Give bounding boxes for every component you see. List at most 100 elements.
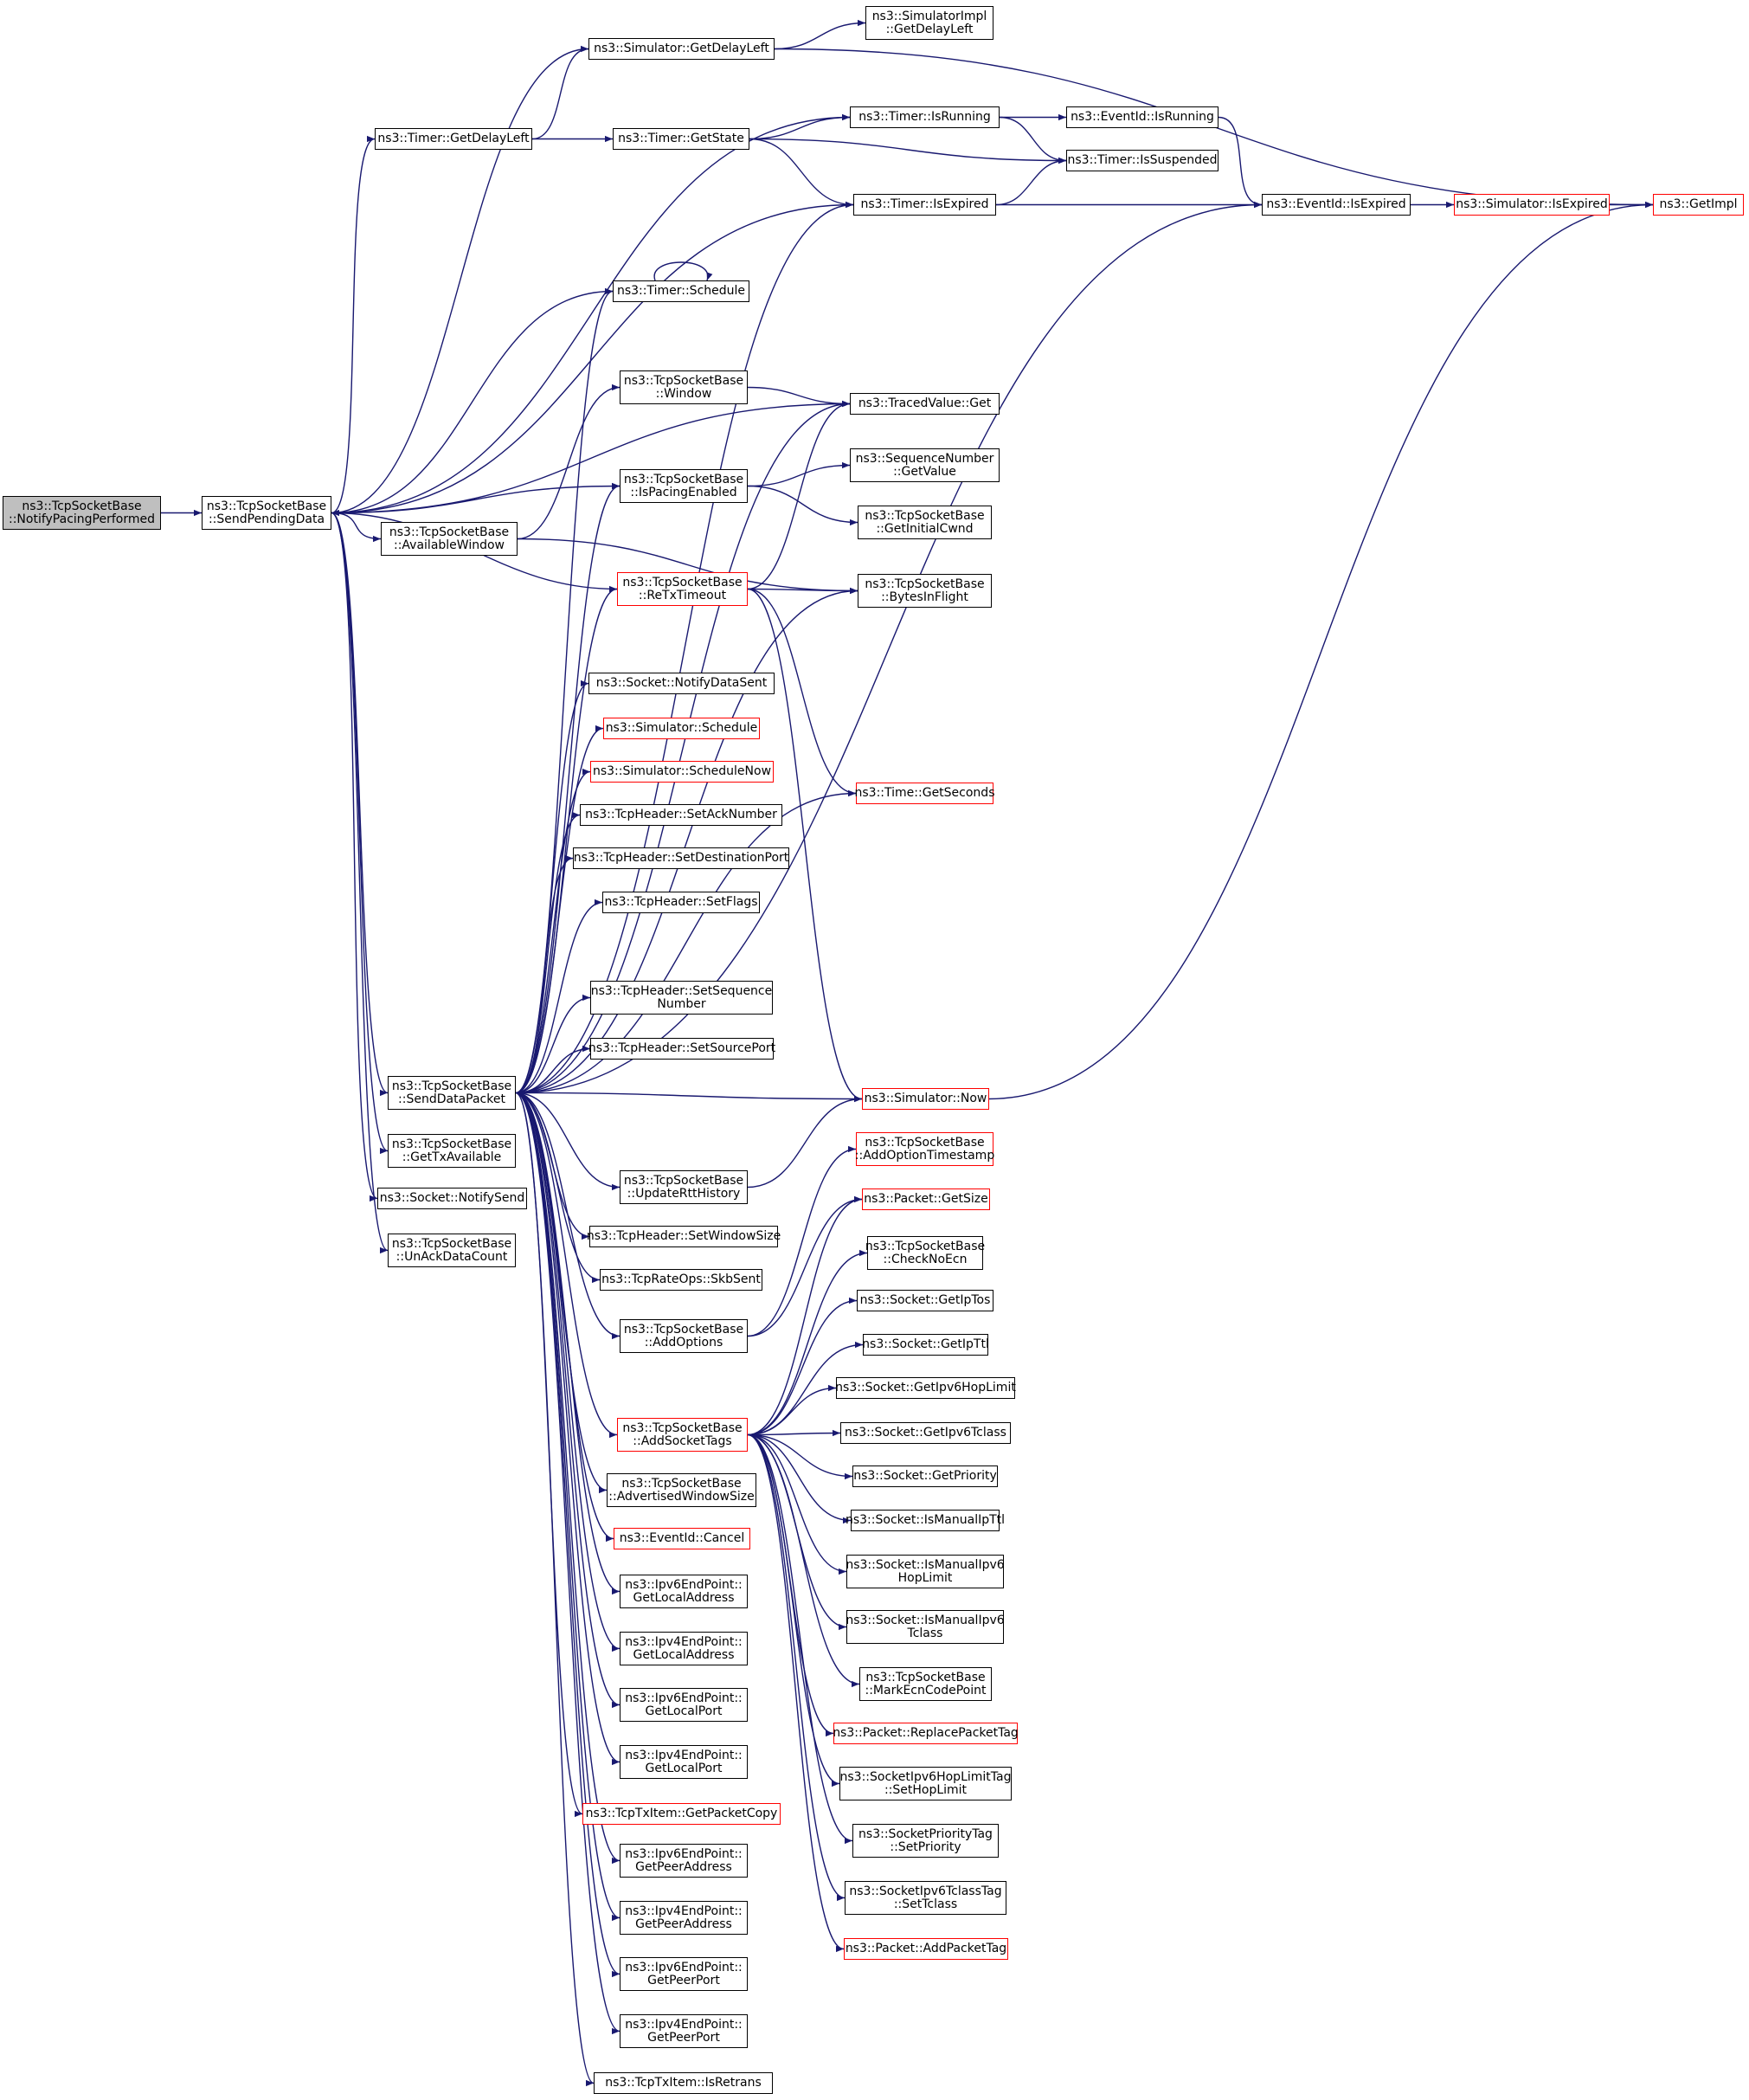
graph-node-n63[interactable]: ns3::Ipv6EndPoint::GetPeerAddress xyxy=(620,1844,748,1878)
graph-node-n2[interactable]: ns3::Simulator::GetDelayLeft xyxy=(588,38,775,60)
call-edge xyxy=(515,1092,595,2086)
graph-node-n47[interactable]: ns3::Socket::GetIpv6Tclass xyxy=(840,1422,1011,1444)
node-label: ns3::Timer::GetDelayLeft xyxy=(377,132,530,145)
call-edge xyxy=(747,1195,863,1436)
call-edge xyxy=(515,1092,621,1765)
graph-node-n43[interactable]: ns3::TcpSocketBase::AddOptions xyxy=(620,1319,748,1353)
graph-node-n3[interactable]: ns3::SimulatorImpl::GetDelayLeft xyxy=(865,6,993,40)
graph-node-n32[interactable]: ns3::Simulator::Now xyxy=(862,1088,989,1110)
graph-node-n12[interactable]: ns3::GetImpl xyxy=(1653,194,1744,216)
call-edge xyxy=(749,113,851,140)
node-label: ns3::TcpSocketBase xyxy=(622,575,743,589)
graph-node-n59[interactable]: ns3::Ipv4EndPoint::GetLocalPort xyxy=(620,1745,748,1779)
node-label: ns3::SimulatorImpl xyxy=(871,9,987,23)
graph-node-n69[interactable]: ns3::TcpTxItem::IsRetrans xyxy=(594,2072,773,2094)
graph-node-n40[interactable]: ns3::TcpSocketBase::CheckNoEcn xyxy=(865,1236,985,1270)
node-label: ns3::TcpSocketBase xyxy=(623,373,744,388)
graph-node-n8[interactable]: ns3::Timer::IsSuspended xyxy=(1066,150,1219,171)
graph-node-n23[interactable]: ns3::Simulator::Schedule xyxy=(603,718,760,739)
graph-node-n42[interactable]: ns3::Socket::GetIpTos xyxy=(857,1290,993,1311)
call-edge xyxy=(515,725,604,1094)
call-edge xyxy=(331,45,589,514)
graph-node-n10[interactable]: ns3::EventId::IsExpired xyxy=(1262,194,1411,216)
graph-node-n45[interactable]: ns3::Socket::GetIpv6HopLimit xyxy=(835,1377,1016,1399)
graph-node-n17[interactable]: ns3::SequenceNumber::GetValue xyxy=(850,448,1000,482)
graph-node-n7[interactable]: ns3::Timer::GetState xyxy=(613,128,749,150)
graph-node-n53[interactable]: ns3::Ipv6EndPoint::GetLocalAddress xyxy=(620,1575,748,1608)
node-label: ns3::Socket::IsManualIpv6 xyxy=(846,1613,1005,1627)
graph-node-n61[interactable]: ns3::TcpTxItem::GetPacketCopy xyxy=(582,1803,781,1825)
node-label: ::UnAckDataCount xyxy=(395,1249,508,1264)
node-label: Number xyxy=(657,996,706,1011)
graph-node-n16[interactable]: ns3::TcpSocketBase::IsPacingEnabled xyxy=(620,469,748,503)
graph-node-n39[interactable]: ns3::TcpSocketBase::UnAckDataCount xyxy=(388,1234,516,1267)
graph-node-n50[interactable]: ns3::Socket::IsManualIpTtl xyxy=(846,1510,1005,1531)
graph-node-n36[interactable]: ns3::Socket::NotifySend xyxy=(377,1188,527,1209)
node-label: ns3::TcpSocketBase xyxy=(865,1135,985,1150)
graph-node-n28[interactable]: ns3::TcpHeader::SetFlags xyxy=(602,892,760,913)
graph-node-n15[interactable]: ns3::TracedValue::Get xyxy=(850,393,1000,415)
graph-node-n19[interactable]: ns3::TcpSocketBase::AvailableWindow xyxy=(381,522,518,556)
graph-node-n27[interactable]: ns3::TcpHeader::SetDestinationPort xyxy=(573,847,789,869)
graph-node-n33[interactable]: ns3::TcpSocketBase::GetTxAvailable xyxy=(388,1134,516,1168)
graph-node-n11[interactable]: ns3::Simulator::IsExpired xyxy=(1454,194,1610,216)
graph-node-n48[interactable]: ns3::Socket::GetPriority xyxy=(852,1465,998,1487)
graph-node-n56[interactable]: ns3::TcpSocketBase::MarkEcnCodePoint xyxy=(859,1667,992,1701)
call-edge xyxy=(515,1092,621,1191)
graph-node-n51[interactable]: ns3::EventId::Cancel xyxy=(614,1528,750,1549)
graph-node-n46[interactable]: ns3::TcpSocketBase::AddSocketTags xyxy=(617,1418,748,1452)
graph-node-n60[interactable]: ns3::SocketIpv6HopLimitTag::SetHopLimit xyxy=(839,1767,1012,1800)
graph-node-n41[interactable]: ns3::TcpRateOps::SkbSent xyxy=(600,1269,762,1291)
node-label: HopLimit xyxy=(897,1570,953,1585)
call-edge xyxy=(515,854,574,1094)
graph-node-n31[interactable]: ns3::TcpSocketBase::SendDataPacket xyxy=(388,1076,516,1110)
graph-node-n18[interactable]: ns3::TcpSocketBase::GetInitialCwnd xyxy=(858,506,992,539)
node-label: ::GetInitialCwnd xyxy=(876,521,974,536)
node-label: ::GetTxAvailable xyxy=(402,1150,502,1164)
graph-node-n35[interactable]: ns3::TcpSocketBase::UpdateRttHistory xyxy=(620,1170,748,1204)
graph-node-n67[interactable]: ns3::Ipv6EndPoint::GetPeerPort xyxy=(620,1957,748,1991)
graph-node-n1[interactable]: ns3::TcpSocketBase::SendPendingData xyxy=(202,496,331,530)
graph-node-n49[interactable]: ns3::TcpSocketBase::AdvertisedWindowSize xyxy=(607,1473,756,1507)
graph-node-n38[interactable]: ns3::TcpHeader::SetWindowSize xyxy=(587,1226,781,1247)
graph-node-n55[interactable]: ns3::Ipv4EndPoint::GetLocalAddress xyxy=(620,1632,748,1665)
graph-node-n13[interactable]: ns3::Timer::Schedule xyxy=(613,280,749,302)
graph-node-n9[interactable]: ns3::Timer::IsExpired xyxy=(853,194,996,216)
graph-node-n66[interactable]: ns3::Packet::AddPacketTag xyxy=(844,1938,1008,1960)
graph-node-n21[interactable]: ns3::TcpSocketBase::BytesInFlight xyxy=(858,574,992,608)
graph-node-n5[interactable]: ns3::EventId::IsRunning xyxy=(1066,106,1219,128)
call-edge xyxy=(515,1092,621,1652)
node-label: ns3::SocketPriorityTag xyxy=(858,1826,993,1841)
graph-node-n26[interactable]: ns3::TcpHeader::SetAckNumber xyxy=(580,804,782,826)
graph-node-n44[interactable]: ns3::Socket::GetIpTtl xyxy=(862,1334,989,1356)
call-edge xyxy=(747,1433,853,1480)
node-label: ns3::Simulator::ScheduleNow xyxy=(592,764,772,778)
call-edge xyxy=(747,1433,845,1953)
graph-node-n20[interactable]: ns3::TcpSocketBase::ReTxTimeout xyxy=(617,572,748,606)
graph-node-n6[interactable]: ns3::Timer::GetDelayLeft xyxy=(375,128,532,150)
graph-node-n25[interactable]: ns3::Time::GetSeconds xyxy=(855,783,995,804)
node-label: ::AddSocketTags xyxy=(633,1433,732,1448)
graph-node-n62[interactable]: ns3::SocketPriorityTag::SetPriority xyxy=(852,1824,999,1858)
node-label: ns3::TcpSocketBase xyxy=(389,525,510,539)
graph-node-n22[interactable]: ns3::Socket::NotifyDataSent xyxy=(588,673,775,694)
graph-node-n34[interactable]: ns3::TcpSocketBase::AddOptionTimestamp xyxy=(855,1132,994,1166)
graph-node-n57[interactable]: ns3::Ipv6EndPoint::GetLocalPort xyxy=(620,1688,748,1722)
graph-node-n68[interactable]: ns3::Ipv4EndPoint::GetPeerPort xyxy=(620,2014,748,2048)
call-edge xyxy=(515,680,589,1094)
graph-node-n37[interactable]: ns3::Packet::GetSize xyxy=(862,1188,990,1210)
graph-node-n64[interactable]: ns3::SocketIpv6TclassTag::SetTclass xyxy=(845,1881,1006,1915)
graph-node-n24[interactable]: ns3::Simulator::ScheduleNow xyxy=(590,761,774,783)
graph-node-n14[interactable]: ns3::TcpSocketBase::Window xyxy=(620,370,748,404)
graph-node-n58[interactable]: ns3::Packet::ReplacePacketTag xyxy=(833,1723,1019,1744)
graph-node-n4[interactable]: ns3::Timer::IsRunning xyxy=(850,106,1000,128)
node-label: ns3::Socket::IsManualIpTtl xyxy=(845,1513,1006,1527)
call-edge xyxy=(995,157,1067,206)
graph-node-n65[interactable]: ns3::Ipv4EndPoint::GetPeerAddress xyxy=(620,1901,748,1935)
call-edge xyxy=(747,1433,860,1688)
graph-node-n30[interactable]: ns3::TcpHeader::SetSourcePort xyxy=(588,1038,775,1060)
